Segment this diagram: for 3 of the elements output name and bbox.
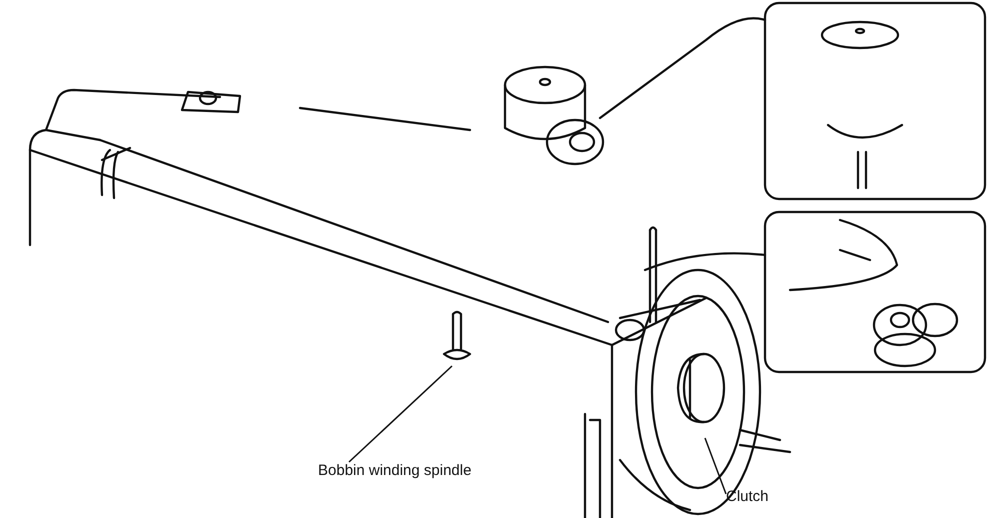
part-label: Bobbin winding spindle (318, 462, 472, 480)
leader-line (704, 438, 727, 494)
leader-line (348, 365, 453, 463)
